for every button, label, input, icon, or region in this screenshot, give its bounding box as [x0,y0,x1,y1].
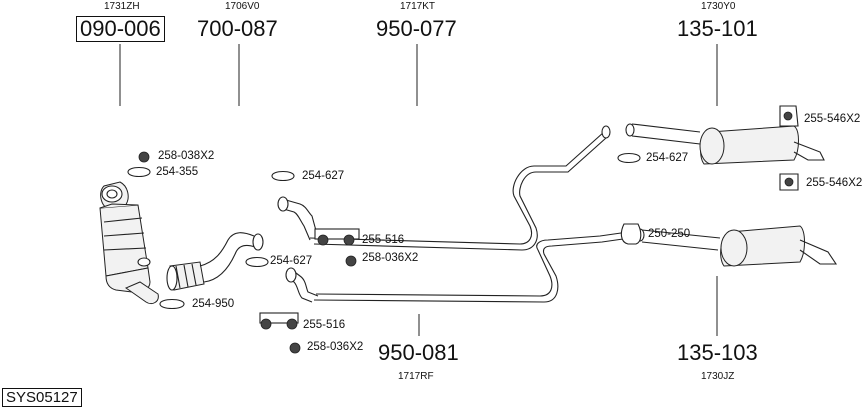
system-id-label: SYS05127 [2,388,82,407]
rear-muffler-lower [620,223,838,267]
group-code-1717rf: 1717RF [398,371,434,382]
part-number-950-081[interactable]: 950-081 [378,340,459,365]
clamp-glyph [271,170,295,182]
accessory-label[interactable]: 255-516 [362,234,405,246]
group-code-1717kt: 1717KT [400,1,436,12]
clamp-glyph [617,152,641,164]
rear-muffler-upper [625,105,825,191]
accessory-label[interactable]: 258-038X2 [158,150,215,162]
part-number-700-087[interactable]: 700-087 [197,16,278,41]
accessory-label[interactable]: 254-627 [270,255,313,267]
catalytic-converter [99,181,159,305]
accessory-label[interactable]: 255-546X2 [806,177,863,189]
clamp-glyph [159,298,185,310]
accessory-label[interactable]: 254-627 [646,152,689,164]
accessory-glyphs [127,151,641,354]
front-pipe [166,232,264,291]
intermediate-pipe-lower [259,229,635,330]
group-code-1706v0: 1706V0 [225,1,260,12]
clamp-glyph [245,256,269,268]
group-code-1730y0: 1730Y0 [701,1,736,12]
accessory-label[interactable]: 255-516 [303,319,346,331]
accessory-label[interactable]: 258-036X2 [307,341,364,353]
intermediate-pipe-upper [277,125,611,251]
part-number-950-077[interactable]: 950-077 [376,16,457,41]
part-number-090-006[interactable]: 090-006 [76,16,165,42]
group-code-1730jz: 1730JZ [701,371,735,382]
nut-glyph [345,255,357,267]
group-code-1731zh: 1731ZH [104,1,140,12]
clamp-glyph [127,166,151,178]
nut-glyph [289,342,301,354]
accessory-label[interactable]: 254-355 [156,166,199,178]
accessory-label[interactable]: 254-627 [302,170,345,182]
accessory-label[interactable]: 250-250 [648,228,691,240]
nut-glyph [138,151,150,163]
part-number-135-101[interactable]: 135-101 [677,16,758,41]
accessory-label[interactable]: 254-950 [192,298,235,310]
accessory-label[interactable]: 258-036X2 [362,252,419,264]
accessory-label[interactable]: 255-546X2 [804,113,861,125]
part-number-135-103[interactable]: 135-103 [677,340,758,365]
